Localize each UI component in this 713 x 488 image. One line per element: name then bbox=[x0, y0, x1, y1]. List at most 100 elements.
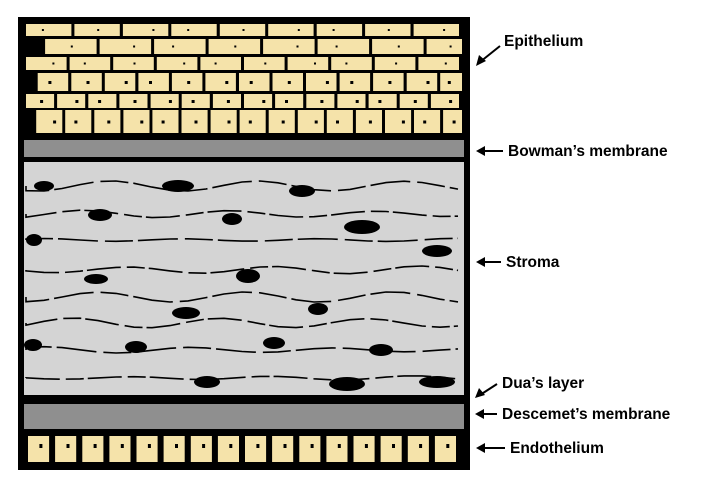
nucleus-dot bbox=[392, 444, 395, 448]
epithelial-cell bbox=[268, 24, 314, 36]
label-bowman: Bowman’s membrane bbox=[476, 143, 668, 160]
keratocyte-nucleus bbox=[419, 376, 455, 388]
epithelial-cell bbox=[239, 110, 266, 133]
epithelial-cell bbox=[36, 110, 63, 133]
nucleus-dot bbox=[297, 29, 300, 31]
stroma-fiber bbox=[25, 375, 459, 381]
epithelial-cell bbox=[373, 73, 404, 91]
epithelial-cell bbox=[306, 73, 337, 91]
keratocyte-nucleus bbox=[236, 269, 260, 283]
nucleus-dot bbox=[74, 120, 78, 124]
stroma-layer bbox=[24, 162, 464, 395]
endothelial-cell bbox=[326, 436, 348, 462]
stroma-fiber bbox=[25, 209, 459, 219]
epithelial-cell bbox=[69, 57, 111, 70]
endothelial-cell bbox=[82, 436, 104, 462]
nucleus-dot bbox=[423, 120, 427, 124]
stroma-fiber bbox=[25, 237, 459, 243]
keratocyte-nucleus bbox=[194, 376, 220, 388]
epithelial-cell bbox=[263, 39, 315, 54]
epithelial-cell bbox=[443, 110, 462, 133]
nucleus-dot bbox=[314, 120, 318, 124]
nucleus-dot bbox=[133, 62, 136, 65]
epithelial-cell bbox=[426, 39, 462, 54]
epithelial-cell bbox=[152, 110, 179, 133]
nucleus-dot bbox=[86, 81, 90, 84]
epithelial-cell bbox=[119, 94, 148, 108]
nucleus-dot bbox=[262, 100, 266, 103]
endothelial-cell bbox=[380, 436, 402, 462]
epithelial-cell bbox=[406, 73, 438, 91]
nucleus-dot bbox=[387, 29, 390, 31]
nucleus-dot bbox=[401, 120, 405, 124]
nucleus-dot bbox=[175, 444, 178, 448]
endothelial-cell bbox=[272, 436, 294, 462]
epithelial-cell bbox=[181, 94, 210, 108]
nucleus-dot bbox=[226, 100, 230, 103]
epithelial-cell bbox=[88, 94, 117, 108]
nucleus-dot bbox=[337, 444, 341, 448]
nucleus-dot bbox=[234, 45, 237, 48]
epithelial-cell bbox=[171, 24, 217, 36]
epithelial-cell bbox=[272, 73, 303, 91]
nucleus-dot bbox=[332, 29, 335, 31]
nucleus-dot bbox=[41, 29, 44, 31]
nucleus-dot bbox=[336, 120, 339, 124]
nucleus-dot bbox=[227, 120, 231, 124]
label-stroma: Stroma bbox=[476, 254, 560, 271]
epithelial-cell bbox=[200, 57, 241, 70]
epithelial-cell bbox=[210, 110, 237, 133]
nucleus-dot bbox=[107, 120, 111, 124]
nucleus-dot bbox=[225, 81, 229, 84]
stroma-fiber bbox=[25, 317, 459, 329]
nucleus-dot bbox=[452, 120, 456, 124]
epithelial-cell bbox=[154, 39, 206, 54]
nucleus-dot bbox=[53, 120, 57, 124]
endothelial-cell bbox=[299, 436, 321, 462]
endothelial-cell bbox=[109, 436, 131, 462]
nucleus-dot bbox=[187, 81, 191, 84]
nucleus-dot bbox=[364, 444, 368, 448]
epithelial-cell bbox=[413, 24, 459, 36]
epithelial-cell bbox=[123, 110, 150, 133]
nucleus-dot bbox=[397, 45, 400, 48]
epithelial-cell bbox=[205, 73, 236, 91]
keratocyte-nucleus bbox=[125, 341, 147, 353]
nucleus-dot bbox=[187, 29, 190, 31]
endothelial-cell bbox=[136, 436, 158, 462]
epithelial-cell bbox=[74, 24, 120, 36]
nucleus-dot bbox=[120, 444, 124, 448]
epithelial-cell bbox=[316, 24, 363, 36]
epithelial-cell bbox=[306, 94, 335, 108]
nucleus-dot bbox=[194, 120, 198, 124]
nucleus-dot bbox=[444, 62, 447, 65]
nucleus-dot bbox=[149, 81, 152, 84]
nucleus-dot bbox=[388, 81, 392, 84]
nucleus-dot bbox=[446, 444, 450, 448]
nucleus-dot bbox=[161, 120, 165, 124]
nucleus-dot bbox=[378, 100, 382, 103]
nucleus-dot bbox=[413, 100, 417, 103]
keratocyte-nucleus bbox=[34, 181, 54, 191]
endothelial-cell bbox=[434, 436, 456, 462]
nucleus-dot bbox=[281, 120, 285, 124]
nucleus-dot bbox=[70, 45, 73, 48]
nucleus-dot bbox=[320, 100, 324, 103]
label-dua-text: Dua’s layer bbox=[502, 375, 584, 392]
epithelial-cell bbox=[26, 94, 55, 108]
nucleus-dot bbox=[443, 29, 446, 31]
label-descemet: Descemet’s membrane bbox=[475, 406, 671, 423]
epithelial-cell bbox=[150, 94, 179, 108]
nucleus-dot bbox=[66, 444, 70, 448]
epithelial-cell bbox=[26, 57, 67, 70]
epithelial-cell bbox=[430, 94, 459, 108]
nucleus-dot bbox=[52, 62, 55, 65]
nucleus-dot bbox=[214, 62, 217, 65]
epithelial-cell bbox=[337, 94, 366, 108]
nucleus-dot bbox=[124, 81, 128, 84]
nucleus-dot bbox=[202, 444, 206, 448]
epithelial-cell bbox=[244, 94, 273, 108]
epithelial-cell bbox=[171, 73, 203, 91]
nucleus-dot bbox=[285, 100, 288, 103]
epithelial-cell bbox=[418, 57, 459, 70]
